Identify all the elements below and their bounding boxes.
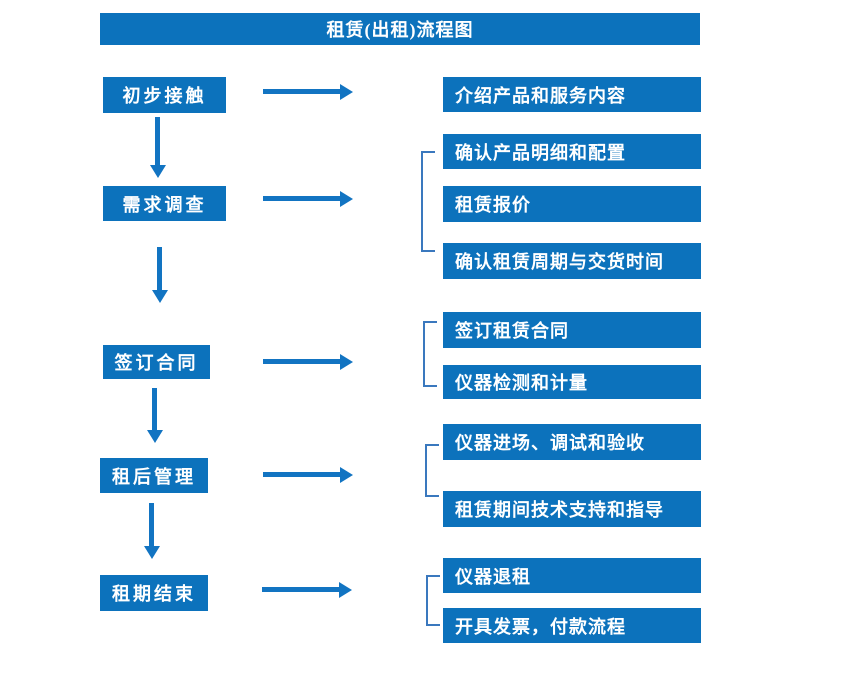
bracket-post-rental-group xyxy=(425,444,439,497)
bracket-demand-survey-group xyxy=(421,151,435,252)
arrow-head xyxy=(147,430,163,443)
right-arrow-icon xyxy=(263,191,353,207)
detail-box-confirm-product-details: 确认产品明细和配置 xyxy=(443,134,701,169)
detail-box-instrument-return: 仪器退租 xyxy=(443,558,701,593)
arrow-stem xyxy=(263,472,341,477)
detail-box-instrument-testing: 仪器检测和计量 xyxy=(443,365,701,399)
detail-box-technical-support: 租赁期间技术支持和指导 xyxy=(443,491,701,527)
detail-box-confirm-rental-period: 确认租赁周期与交货时间 xyxy=(443,243,701,279)
arrow-stem xyxy=(152,388,157,431)
arrow-stem xyxy=(263,196,341,201)
right-arrow-icon xyxy=(263,467,353,483)
down-arrow-icon xyxy=(147,388,163,443)
arrow-stem xyxy=(263,89,341,94)
detail-box-instrument-arrival: 仪器进场、调试和验收 xyxy=(443,424,701,460)
arrow-head xyxy=(152,290,168,303)
detail-box-rental-quote: 租赁报价 xyxy=(443,186,701,222)
arrow-stem xyxy=(149,503,154,547)
arrow-head xyxy=(340,191,353,207)
detail-box-invoice-payment: 开具发票，付款流程 xyxy=(443,608,701,643)
arrow-head xyxy=(340,84,353,100)
step-box-demand-survey: 需求调查 xyxy=(103,186,226,221)
down-arrow-icon xyxy=(144,503,160,559)
arrow-head xyxy=(340,467,353,483)
arrow-stem xyxy=(157,247,162,291)
bracket-sign-contract-group xyxy=(423,321,437,387)
down-arrow-icon xyxy=(150,117,166,178)
right-arrow-icon xyxy=(263,354,353,370)
detail-box-sign-rental-contract: 签订租赁合同 xyxy=(443,312,701,348)
step-box-initial-contact: 初步接触 xyxy=(103,77,226,113)
arrow-stem xyxy=(155,117,160,166)
step-box-post-rental-management: 租后管理 xyxy=(100,458,208,493)
step-box-rental-end: 租期结束 xyxy=(100,575,208,611)
right-arrow-icon xyxy=(263,84,353,100)
arrow-stem xyxy=(263,359,341,364)
arrow-head xyxy=(340,354,353,370)
flowchart-title: 租赁(出租)流程图 xyxy=(100,13,700,45)
detail-box-introduce-products: 介绍产品和服务内容 xyxy=(443,77,701,112)
bracket-rental-end-group xyxy=(426,575,440,626)
arrow-stem xyxy=(262,587,340,592)
down-arrow-icon xyxy=(152,247,168,303)
right-arrow-icon xyxy=(262,582,352,598)
arrow-head xyxy=(150,165,166,178)
arrow-head xyxy=(339,582,352,598)
step-box-sign-contract: 签订合同 xyxy=(103,345,210,379)
arrow-head xyxy=(144,546,160,559)
